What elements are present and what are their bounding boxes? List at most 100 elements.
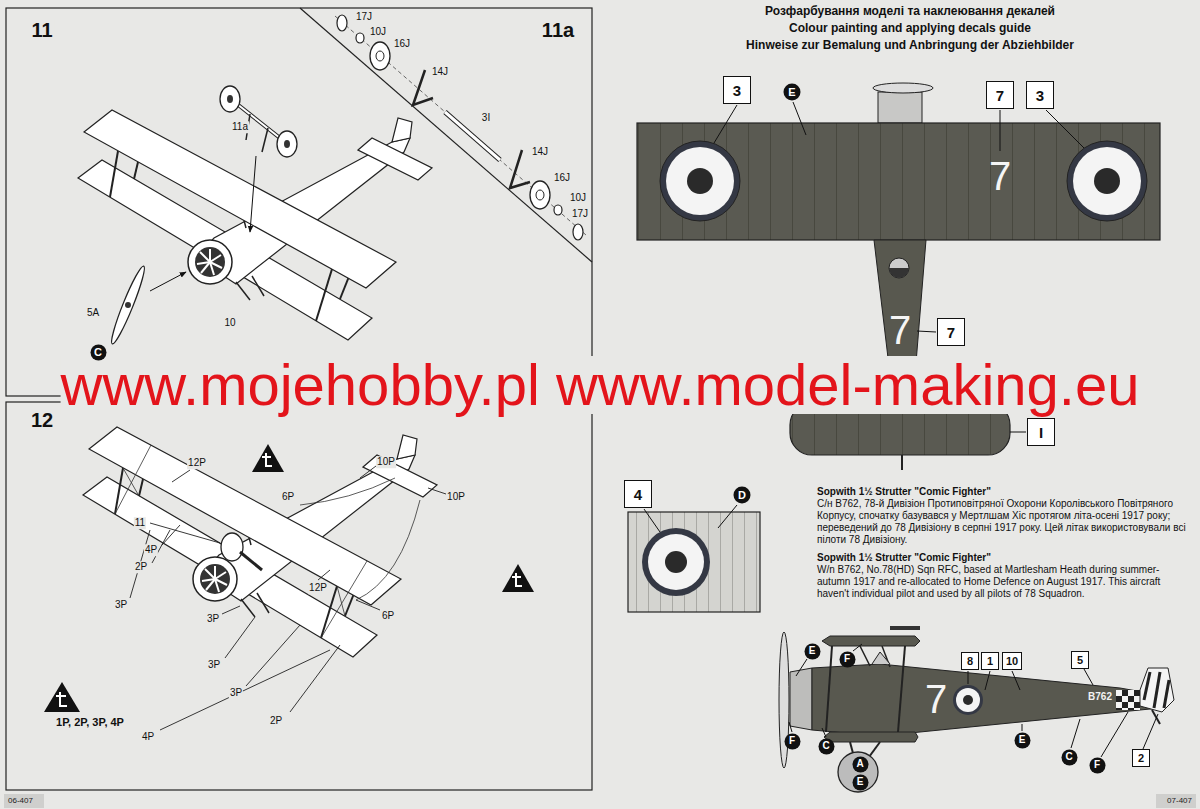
assembly-symbol bbox=[44, 682, 80, 712]
callout-circle bbox=[804, 643, 820, 659]
callout-number: 2 bbox=[1132, 749, 1150, 767]
step-12-drawing bbox=[83, 427, 437, 657]
callout-text: F bbox=[844, 654, 850, 664]
callout-text: E bbox=[1019, 735, 1026, 745]
symbol-note: 1P, 2P, 3P, 4P bbox=[55, 716, 125, 729]
part-number: 2P bbox=[269, 715, 283, 727]
leader-line bbox=[789, 722, 792, 732]
step-11a-exploded-parts bbox=[356, 33, 364, 43]
assembly-symbol bbox=[502, 564, 534, 592]
side-view-aircraft bbox=[1144, 672, 1150, 700]
step-12-drawing bbox=[225, 617, 255, 658]
colour-callout: C bbox=[818, 738, 835, 755]
top-view-aircraft bbox=[873, 83, 933, 93]
side-view-aircraft bbox=[963, 695, 973, 705]
step-frame bbox=[4, 794, 44, 808]
leader-line bbox=[985, 671, 990, 690]
step-number: 11 bbox=[29, 19, 54, 42]
leader-line bbox=[1022, 724, 1023, 731]
top-view-aircraft bbox=[889, 268, 909, 278]
callout-text: 2 bbox=[1138, 753, 1144, 764]
callout-text: F bbox=[789, 736, 795, 746]
lower-wing-view bbox=[648, 534, 704, 590]
colour-callout: C bbox=[90, 344, 107, 361]
step-12-drawing bbox=[115, 445, 420, 638]
variant-description: С/н B762, 78-й Дивізіон Протиповітряної … bbox=[817, 498, 1192, 546]
part-number: 3P bbox=[207, 659, 221, 671]
top-view-aircraft bbox=[1073, 147, 1141, 215]
step-12-drawing bbox=[222, 606, 240, 614]
callout-circle bbox=[1014, 732, 1030, 748]
step-11a-exploded-parts bbox=[554, 205, 562, 215]
step-11-drawing bbox=[78, 86, 432, 346]
step-11a-exploded-parts bbox=[335, 15, 586, 240]
step-11-drawing bbox=[150, 272, 186, 291]
part-number: 3P bbox=[206, 613, 220, 625]
colour-callout: F bbox=[839, 651, 856, 668]
callout-text: E bbox=[857, 777, 864, 787]
side-view-aircraft bbox=[779, 626, 1174, 792]
side-view-aircraft bbox=[860, 646, 870, 666]
leader-line bbox=[644, 509, 660, 532]
part-number: 2P bbox=[134, 561, 148, 573]
lower-wing-view bbox=[665, 551, 687, 573]
assembly-symbol bbox=[44, 444, 534, 712]
callout-text: A bbox=[856, 759, 863, 769]
callout-text: D bbox=[738, 490, 746, 501]
callout-text: F bbox=[1094, 760, 1100, 770]
callout-number: 8 bbox=[961, 652, 979, 670]
callout-number: 1 bbox=[981, 652, 999, 670]
leader-line bbox=[1101, 712, 1128, 757]
step-11-drawing bbox=[125, 302, 131, 308]
colour-callout: D bbox=[733, 486, 751, 504]
step-12-drawing bbox=[115, 445, 151, 514]
part-number: 11a bbox=[231, 121, 249, 133]
side-view-aircraft bbox=[790, 668, 812, 730]
guide-heading: Розфарбування моделі та наклеювання дека… bbox=[765, 5, 1055, 19]
step-11-drawing bbox=[108, 264, 149, 346]
step-12-drawing bbox=[130, 466, 446, 730]
leader-line bbox=[793, 102, 806, 135]
callout-circle bbox=[1061, 749, 1077, 765]
callout-text: 1 bbox=[987, 656, 993, 667]
part-number: 4P bbox=[144, 544, 158, 556]
callout-circle bbox=[852, 756, 868, 772]
side-view-aircraft bbox=[824, 732, 918, 742]
step-11a-exploded-parts bbox=[573, 224, 583, 240]
callout-text: C bbox=[94, 347, 102, 358]
callout-number: 7 bbox=[986, 81, 1014, 109]
top-view-aircraft bbox=[1094, 168, 1120, 194]
step-12-drawing bbox=[160, 650, 330, 730]
step-12-drawing bbox=[337, 586, 345, 616]
assembly-symbol bbox=[512, 573, 522, 586]
step-11-drawing bbox=[262, 128, 268, 152]
step-frame bbox=[6, 402, 592, 790]
callout-number: 7 bbox=[937, 318, 965, 346]
leader-line bbox=[1010, 432, 1026, 433]
step-frame bbox=[6, 8, 592, 396]
callout-circle bbox=[734, 487, 751, 504]
variant-text-column: Sopwith 1½ Strutter "Comic Fighter"С/н B… bbox=[817, 484, 1192, 606]
leader-line bbox=[822, 728, 826, 737]
top-view-aircraft bbox=[878, 92, 922, 123]
step-11-drawing bbox=[284, 140, 290, 148]
callout-number: 4 bbox=[624, 480, 652, 508]
part-number: 10 bbox=[223, 317, 236, 329]
side-view-aircraft bbox=[1164, 680, 1169, 708]
part-number: 11 bbox=[134, 517, 146, 529]
watermark: www.mojehobby.pl www.model-making.eu bbox=[61, 356, 1140, 414]
part-number: 16J bbox=[393, 38, 411, 50]
part-number: 14J bbox=[531, 146, 549, 158]
step-11a-exploded-parts bbox=[530, 181, 550, 209]
step-11a-exploded-parts bbox=[376, 51, 384, 61]
step-11a-exploded-parts bbox=[445, 112, 500, 160]
step-11a-exploded-parts bbox=[335, 16, 586, 235]
part-number: 4P bbox=[141, 731, 155, 743]
callout-text: 5 bbox=[1077, 655, 1083, 666]
step-frame bbox=[4, 8, 1196, 808]
callout-circle bbox=[818, 738, 834, 754]
step-11-drawing bbox=[232, 100, 285, 142]
part-number: 3I bbox=[481, 112, 491, 124]
step-11a-exploded-parts bbox=[445, 112, 500, 160]
colour-callout: A bbox=[852, 756, 869, 773]
